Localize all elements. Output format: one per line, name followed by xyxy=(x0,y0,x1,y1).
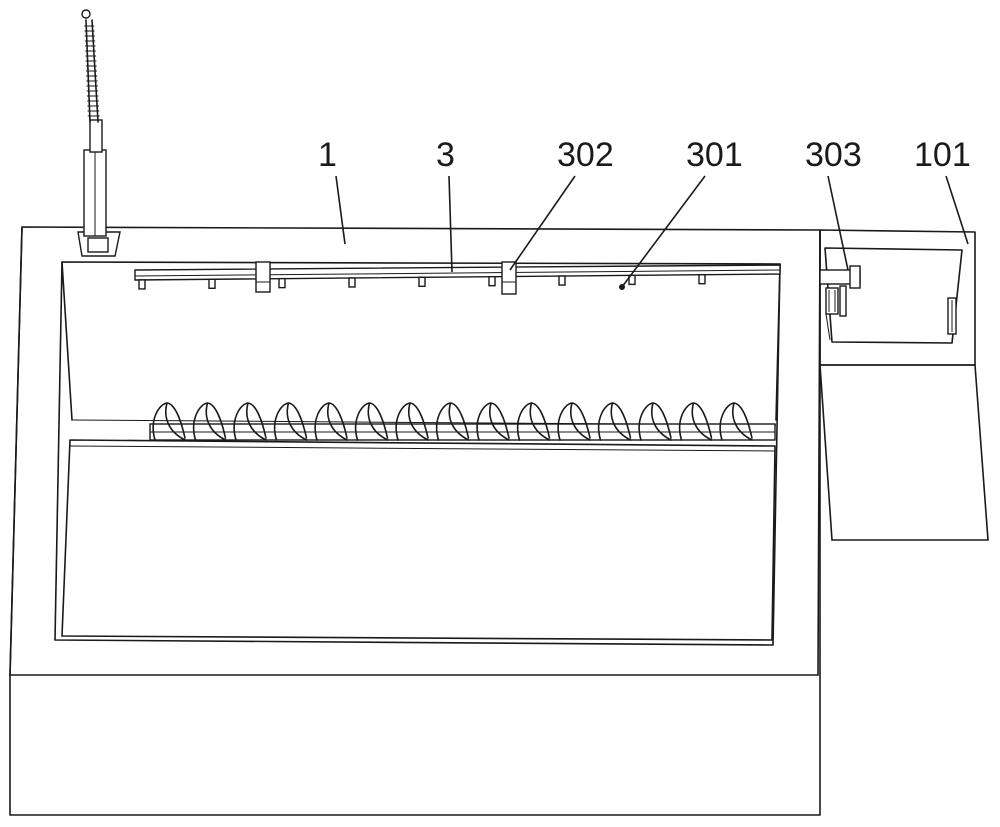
nozzle xyxy=(488,275,496,287)
nozzle xyxy=(348,277,356,288)
leader-101 xyxy=(945,175,969,245)
nozzle xyxy=(698,274,706,285)
main-housing xyxy=(9,226,821,816)
reference-labels: 1 3 302 301 303 101 xyxy=(318,136,971,174)
leader-1 xyxy=(335,175,346,245)
auger-blade xyxy=(678,402,713,441)
leader-303 xyxy=(827,175,849,271)
auger-blade xyxy=(354,402,389,441)
label-303: 303 xyxy=(805,136,862,174)
label-301: 301 xyxy=(686,136,743,174)
auger-blade xyxy=(476,402,510,441)
lifting-rod xyxy=(77,9,121,257)
auger-blade xyxy=(516,402,551,441)
leader-lines xyxy=(335,175,969,290)
drive-motor xyxy=(819,265,861,341)
label-1: 1 xyxy=(318,136,337,174)
nozzle xyxy=(278,277,286,289)
auger-blade xyxy=(435,402,470,441)
rail-slider-left xyxy=(255,261,271,293)
auger-blade xyxy=(314,402,348,441)
auger-blade xyxy=(557,402,591,441)
screw-auger xyxy=(149,402,776,441)
housing-inner-opening xyxy=(54,261,781,646)
auger-blade xyxy=(152,402,186,441)
rail-slider-302 xyxy=(501,261,517,295)
leader-301 xyxy=(621,175,706,288)
leader-302 xyxy=(509,175,576,271)
spray-nozzles xyxy=(138,274,706,290)
auger-blade xyxy=(192,402,227,441)
guide-rail xyxy=(134,261,781,295)
nozzle xyxy=(628,274,636,286)
nozzle xyxy=(418,276,426,288)
auger-blade xyxy=(597,402,632,441)
leader-3 xyxy=(448,175,453,273)
auger-blade xyxy=(233,402,267,441)
auger-blade xyxy=(395,402,429,441)
label-302: 302 xyxy=(557,136,614,174)
auger-blade xyxy=(273,402,308,441)
nozzle xyxy=(138,279,146,290)
nozzle xyxy=(558,275,566,286)
nozzle xyxy=(208,278,216,289)
label-101: 101 xyxy=(914,136,971,174)
auger-blade xyxy=(638,402,672,441)
auger-blade xyxy=(719,402,753,441)
inner-trough-panel xyxy=(61,439,776,641)
label-3: 3 xyxy=(436,136,455,174)
